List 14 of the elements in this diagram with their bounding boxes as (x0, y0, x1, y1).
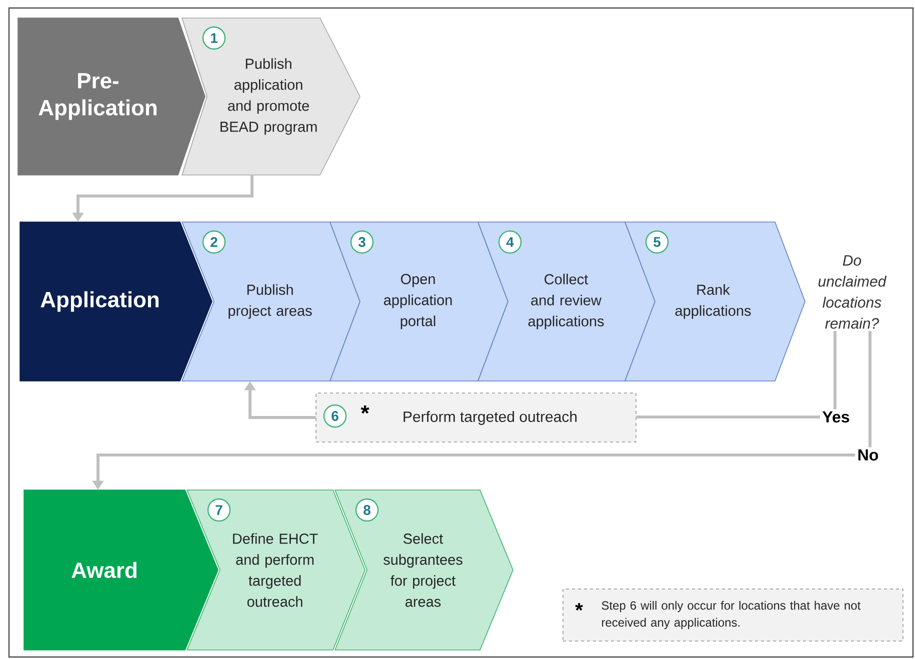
question-text: Do unclaimed locations remain? (818, 255, 887, 329)
step-panel: Publish application and promote BEAD program 1 (181, 18, 360, 176)
step-number: 6 (323, 404, 347, 428)
asterisk: * (575, 603, 583, 611)
step-panel: Select subgrantees for project areas 8 (334, 490, 514, 650)
asterisk: * (360, 405, 370, 414)
answer-text: No (858, 449, 878, 461)
node-label: 7 (216, 505, 222, 515)
answer-text: Yes (822, 411, 850, 423)
node-label: 8 (364, 505, 370, 515)
node-label: Define EHCT and perform targeted outreach (233, 533, 318, 607)
step-panel: Rank applications 5 (624, 222, 806, 382)
node-label: Select subgrantees for project areas (384, 533, 462, 607)
phase-panel: Pre-Application (18, 18, 206, 176)
